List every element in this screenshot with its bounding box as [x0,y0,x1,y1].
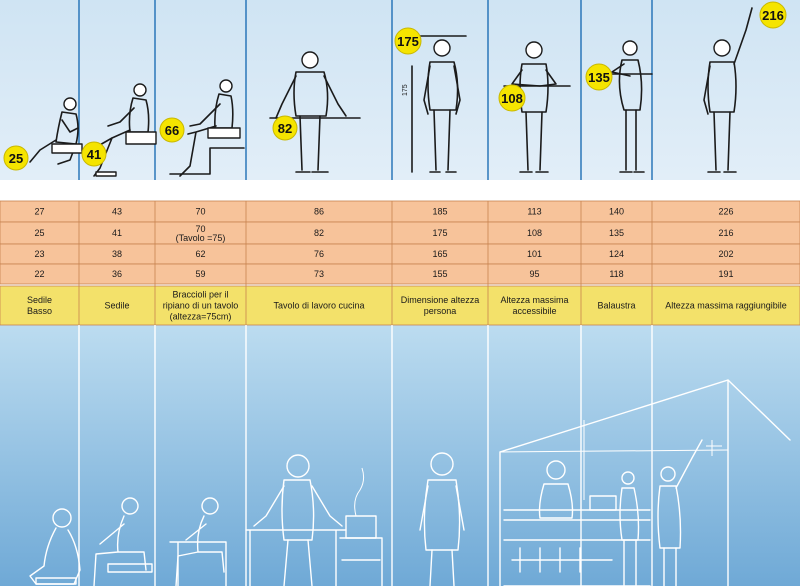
measurement-badge [585,63,613,91]
measurement-badge [81,141,107,167]
bottom-silhouette-band [0,325,800,586]
table-cell: 70 [195,207,205,217]
figure-seat [93,83,157,177]
table-cell: 38 [112,249,122,259]
table-cell: 23 [34,249,44,259]
table-cell: 41 [112,228,122,238]
table-cell: 101 [527,249,542,259]
label-band [0,285,800,326]
silhouette-workshop [499,379,791,586]
category-label: Sedile [104,301,129,311]
measurement-badge-value: 135 [588,70,610,85]
table-cell: 82 [314,228,324,238]
silhouette-armrest [169,497,227,586]
category-label: accessibile [512,306,556,316]
measurement-badge [272,115,298,141]
measurement-badge-value: 41 [87,147,101,162]
category-label: Sedile [27,295,52,305]
table-cell: 124 [609,249,624,259]
measurement-badge-value: 25 [9,151,23,166]
table-cell: 191 [718,269,733,279]
table-cell: 216 [718,228,733,238]
silhouette-seat [93,497,153,586]
measurement-badge [159,117,185,143]
table-cell: 135 [609,228,624,238]
measurement-badge-value: 216 [762,8,784,23]
height-scale-text: 175 [402,84,409,96]
value-rows: 27 25 23 22 43 41 38 36 70 70 62 59 (Tavolo =75) 86 82… [0,200,800,285]
measurement-badge [759,1,787,29]
figure-max-reach [703,7,753,173]
column-dividers [78,0,653,586]
measurement-badge-value: 82 [278,121,292,136]
table-cell: 59 [195,269,205,279]
figure-low-seat [29,97,83,165]
category-label: Altezza massima raggiungibile [665,301,787,311]
category-label: persona [424,306,457,316]
category-label: Altezza massima [500,295,568,305]
white-separator [0,180,800,201]
category-label: Dimensione altezza [401,295,480,305]
category-label: Balaustra [597,301,635,311]
silhouette-person [419,452,465,586]
top-illustration-band [0,0,800,180]
category-label: Tavolo di lavoro cucina [273,301,364,311]
table-cell: 36 [112,269,122,279]
table-cell: 118 [609,269,623,279]
table-cell: 175 [432,228,447,238]
measurement-badge [3,145,29,171]
figure-max-accessible [503,41,571,173]
category-label: ripiano di un tavolo [163,301,239,311]
figure-armrest [169,79,245,177]
figure-kitchen-worktop [269,51,361,173]
silhouette-kitchen [245,454,383,586]
table-cell: 165 [432,249,447,259]
figure-person-height: 175 [402,35,467,173]
table-cell: 70 [195,224,205,234]
table-cell: 86 [314,207,324,217]
table-cell: 140 [609,207,624,217]
table-cell: 43 [112,207,122,217]
table-cell: 62 [195,249,205,259]
table-cell: 185 [432,207,447,217]
table-cell: 155 [432,269,447,279]
table-cell: 226 [718,207,733,217]
table-cell: 73 [314,269,324,279]
table-cell: 95 [529,269,539,279]
table-cell: 27 [34,207,44,217]
measurement-badge [394,27,422,55]
table-cell: 108 [527,228,542,238]
measurement-badge-value: 175 [397,34,419,49]
measurement-badge [498,84,526,112]
table-cell-note: (Tavolo =75) [176,233,226,243]
table-cell: 25 [34,228,44,238]
measurement-badge-value: 66 [165,123,179,138]
table-cell: 202 [718,249,733,259]
value-row-bg [0,263,800,285]
silhouette-low-seat [29,508,81,585]
table-cell: 113 [527,207,541,217]
table-cell: 22 [34,269,44,279]
category-label: (altezza=75cm) [170,312,232,322]
table-cell: 76 [314,249,324,259]
measurement-badges: 25 41 66 82 175 108 135 216 [3,1,787,171]
category-label: Braccioli per il [172,290,228,300]
category-label: Basso [27,306,52,316]
measurement-badge-value: 108 [501,91,523,106]
